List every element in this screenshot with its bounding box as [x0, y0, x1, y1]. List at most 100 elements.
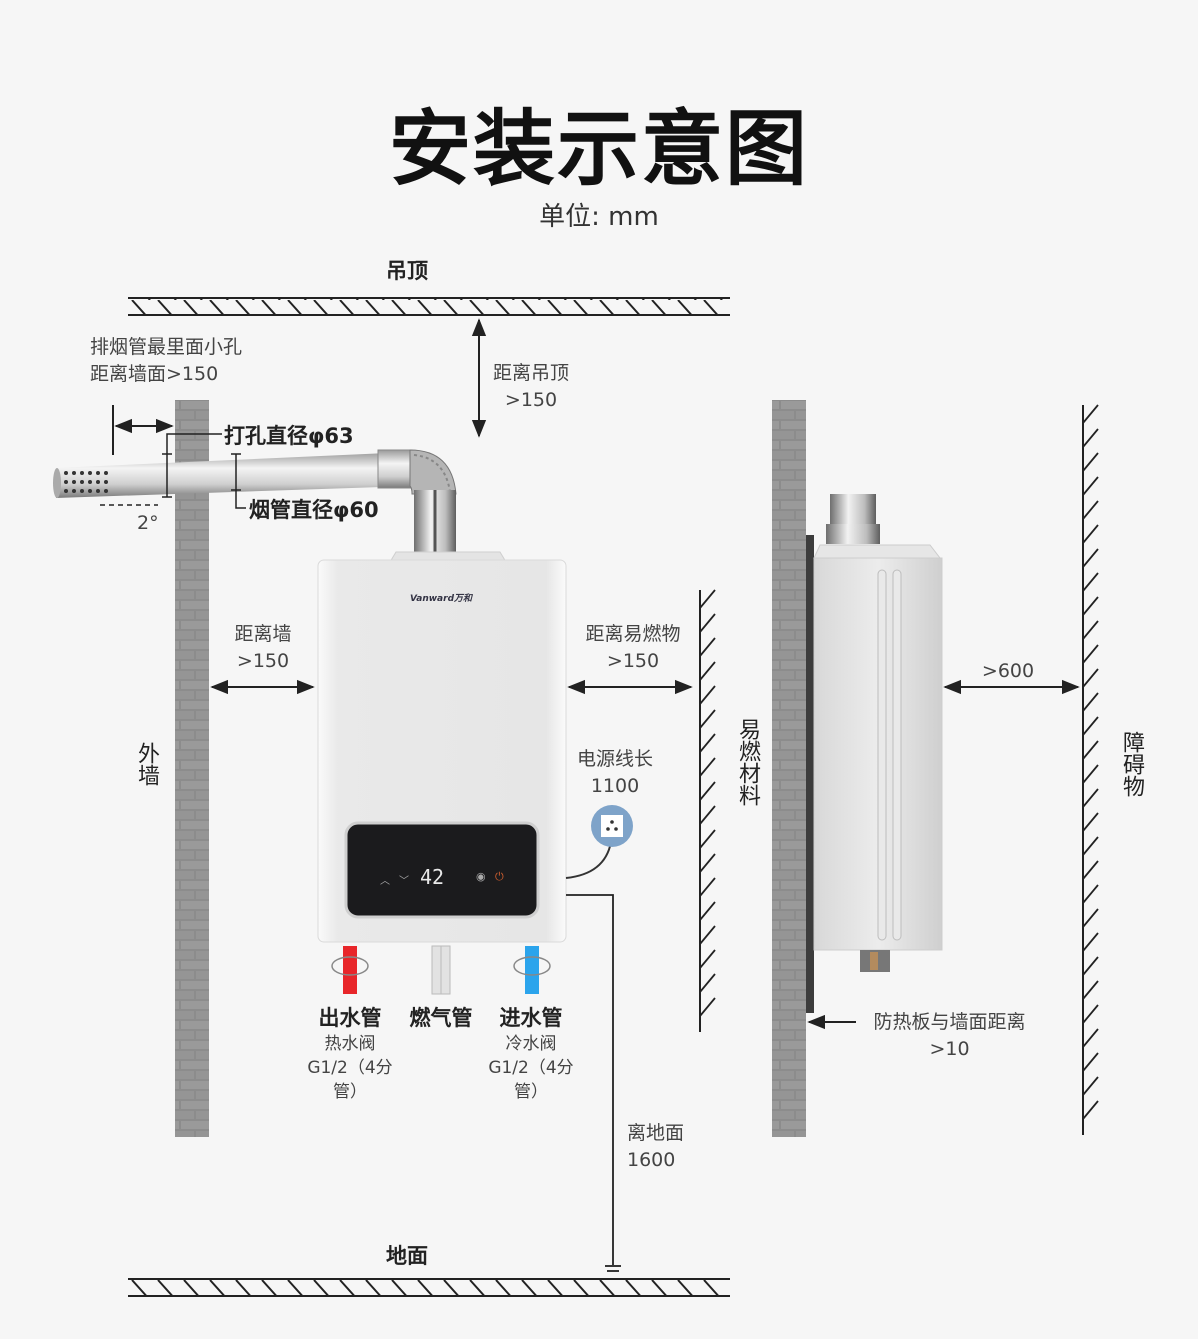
hatch-stroke — [1082, 812, 1099, 832]
inlet-pipe-label: 进水管 冷水阀 G1/2（4分管） — [488, 1006, 574, 1102]
power-button-icon: ⏻ — [495, 870, 504, 883]
obstacle-wall — [1082, 404, 1099, 1135]
hatch-stroke — [699, 637, 716, 657]
flammable-wall — [699, 589, 716, 1032]
hatch-stroke — [1082, 740, 1099, 760]
hatch-stroke — [699, 901, 716, 921]
wall-distance-label: 距离墙 >150 — [234, 623, 292, 672]
water-heater-front — [317, 551, 567, 943]
hatch-stroke — [1082, 572, 1099, 592]
hatch-stroke — [1082, 596, 1099, 616]
unit-label: 单位: mm — [539, 202, 659, 232]
hatch-stroke — [699, 925, 716, 945]
inlet-pipe — [513, 946, 551, 994]
flammable-distance-label: 距离易燃物 >150 — [585, 623, 681, 672]
vent-hole — [64, 471, 68, 475]
power-cord-label: 电源线长 1100 — [576, 748, 653, 797]
page-title: 安装示意图 — [388, 102, 809, 197]
hatch-stroke — [699, 613, 716, 633]
vent-hole — [96, 489, 100, 493]
hatch-stroke — [1082, 692, 1099, 712]
temperature-display: 42 — [420, 865, 445, 889]
heat-shield-distance-label: 防热板与墙面距离 >10 — [873, 1011, 1026, 1060]
vent-hole — [104, 489, 108, 493]
hatch-stroke — [699, 973, 716, 993]
vent-hole — [64, 489, 68, 493]
hatch-stroke — [1082, 644, 1099, 664]
flue-hole-distance-marker — [112, 405, 174, 455]
ceiling-label: 吊顶 — [386, 259, 428, 283]
hatch-stroke — [1082, 980, 1099, 1000]
tilt-angle-label: 2° — [137, 512, 159, 534]
flue-diameter-leader — [231, 453, 246, 509]
floor-height-line — [566, 894, 621, 1272]
hatch-stroke — [1082, 788, 1099, 808]
outlet-pipe — [331, 946, 369, 994]
vent-hole — [88, 480, 92, 484]
hatch-stroke — [699, 877, 716, 897]
hatch-stroke — [699, 829, 716, 849]
vent-hole — [96, 480, 100, 484]
outlet-pipe-label: 出水管 热水阀 G1/2（4分管） — [307, 1006, 393, 1102]
vent-hole — [80, 471, 84, 475]
vent-hole — [72, 471, 76, 475]
flue-pipe — [53, 449, 457, 552]
down-button-icon: ﹀ — [399, 876, 409, 887]
vent-hole — [104, 480, 108, 484]
vent-hole — [80, 480, 84, 484]
hatch-stroke — [1082, 524, 1099, 544]
mode-button-icon: ◉ — [476, 870, 486, 883]
hatch-stroke — [1082, 836, 1099, 856]
hatch-stroke — [1082, 1004, 1099, 1024]
hatch-stroke — [699, 853, 716, 873]
up-button-icon: ︿ — [380, 876, 390, 887]
flue-hole-distance-label: 排烟管最里面小孔 距离墙面>150 — [90, 336, 243, 385]
side-wall-brick — [772, 400, 806, 1137]
vent-hole — [64, 480, 68, 484]
obstacle-distance-label: >600 — [981, 660, 1035, 682]
hatch-stroke — [699, 805, 716, 825]
vent-hole — [88, 471, 92, 475]
hatch-stroke — [1082, 1052, 1099, 1072]
vent-hole — [72, 480, 76, 484]
hatch-stroke — [699, 589, 716, 609]
hatch-stroke — [699, 949, 716, 969]
floor-label: 地面 — [386, 1244, 428, 1268]
hatch-stroke — [1082, 716, 1099, 736]
gas-pipe-label: 燃气管 — [409, 1006, 473, 1030]
vent-hole — [72, 489, 76, 493]
hatch-stroke — [1082, 764, 1099, 784]
hatch-stroke — [1082, 932, 1099, 952]
gas-pipe — [431, 945, 451, 995]
vent-hole — [80, 489, 84, 493]
hatch-stroke — [1082, 548, 1099, 568]
water-heater-side — [806, 494, 943, 1013]
hatch-stroke — [1082, 500, 1099, 520]
hatch-stroke — [1082, 884, 1099, 904]
hatch-stroke — [1082, 476, 1099, 496]
hatch-stroke — [699, 733, 716, 753]
outer-wall-brick — [175, 400, 209, 1137]
hatch-stroke — [699, 997, 716, 1017]
outer-wall-label: 外墙 — [134, 742, 159, 786]
hatch-stroke — [1082, 668, 1099, 688]
power-cord — [565, 805, 633, 879]
vent-hole — [88, 489, 92, 493]
flue-diameter-label: 烟管直径φ60 — [249, 498, 379, 522]
obstacle-label: 障碍物 — [1119, 731, 1144, 797]
floor-line — [128, 1278, 730, 1297]
hatch-stroke — [1082, 452, 1099, 472]
hatch-stroke — [1082, 404, 1099, 424]
hatch-stroke — [699, 685, 716, 705]
hatch-stroke — [1082, 428, 1099, 448]
vent-hole — [96, 471, 100, 475]
vent-hole — [104, 471, 108, 475]
hatch-stroke — [699, 781, 716, 801]
hatch-stroke — [699, 661, 716, 681]
flammable-material-label: 易燃材料 — [735, 718, 760, 806]
hatch-stroke — [699, 757, 716, 777]
hatch-stroke — [1082, 956, 1099, 976]
hatch-stroke — [1082, 1100, 1099, 1120]
hatch-stroke — [1082, 1028, 1099, 1048]
